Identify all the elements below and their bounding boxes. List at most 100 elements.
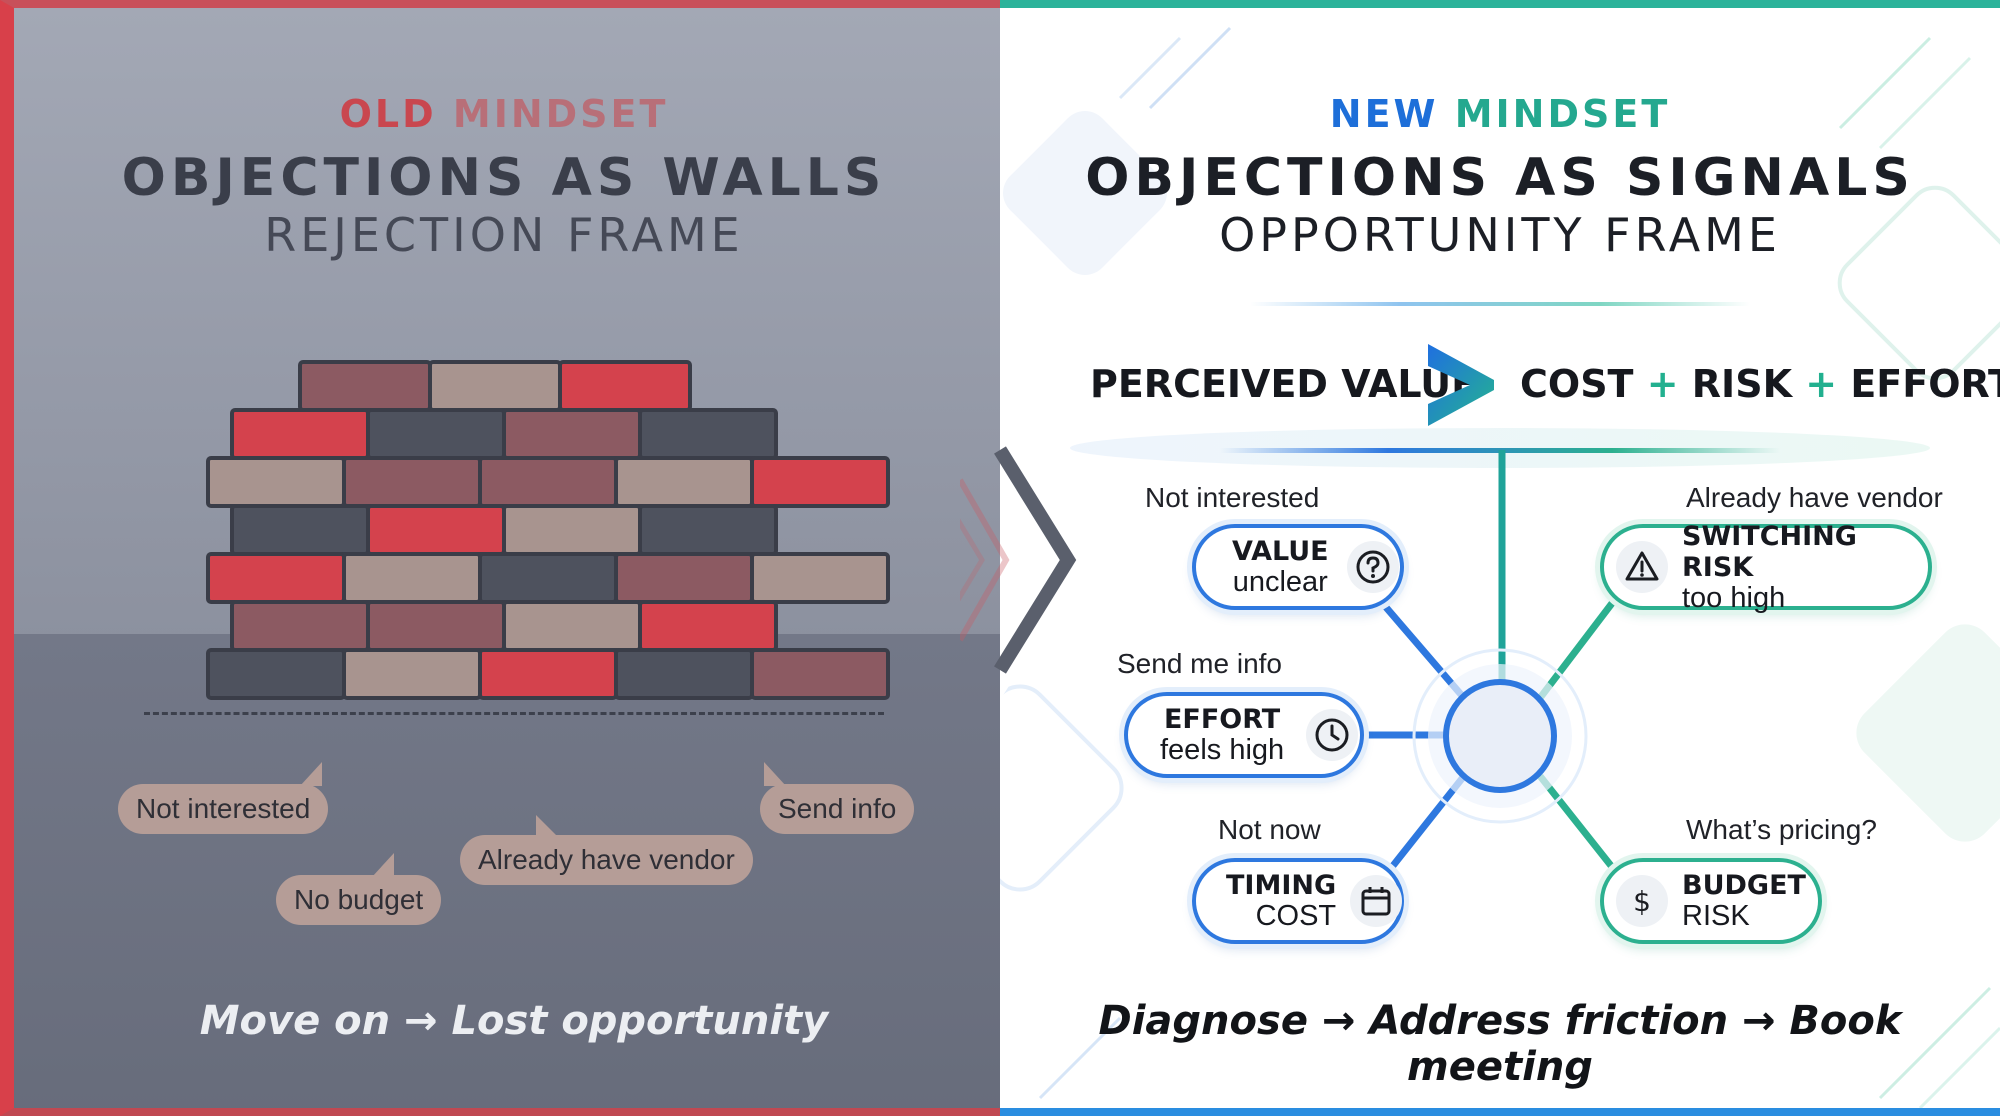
brick [502, 504, 642, 556]
eyebrow-mindset: MINDSET [452, 92, 669, 136]
brick [366, 504, 506, 556]
left-subtitle: REJECTION FRAME [264, 208, 744, 262]
objection-label-send-me-info: Send me info [1117, 648, 1282, 679]
bubble-text: Send info [778, 793, 897, 824]
svg-text:$: $ [1633, 885, 1651, 918]
calendar-icon [1350, 875, 1403, 927]
eyebrow-new: NEW [1329, 92, 1439, 136]
objection-label-already-have-vendor: Already have vendor [1686, 482, 1943, 513]
pill-title: TIMING [1226, 870, 1337, 901]
brick [502, 408, 642, 460]
brick [750, 456, 890, 508]
plus-sign: + [1646, 362, 1679, 406]
objection-label-whats-pricing: What’s pricing? [1686, 814, 1877, 845]
brick [614, 648, 754, 700]
clock-icon [1306, 709, 1359, 761]
brick [206, 456, 346, 508]
bubble-tail [372, 853, 394, 877]
title-divider [1250, 302, 1750, 306]
brick [478, 648, 618, 700]
pill-title: VALUE [1232, 536, 1329, 567]
brick [638, 408, 778, 460]
bubble-text: Not interested [136, 793, 311, 824]
right-title: OBJECTIONS AS SIGNALS [1085, 148, 1915, 208]
old-mindset-panel: OLD MINDSET OBJECTIONS AS WALLS REJECTIO… [0, 0, 1000, 1116]
brick [230, 600, 370, 652]
brick [230, 408, 370, 460]
pill-subtitle: COST [1255, 900, 1337, 932]
objection-label-not-now: Not now [1218, 814, 1321, 845]
signal-pill-value: VALUE unclear [1192, 524, 1404, 610]
brick [366, 600, 506, 652]
equation-effort: EFFORT [1850, 362, 2000, 406]
signal-pill-switching-risk: SWITCHING RISK too high [1600, 520, 1932, 613]
left-footer-caption: Move on → Lost opportunity [199, 998, 829, 1044]
brick [638, 600, 778, 652]
connector-value [1375, 595, 1467, 701]
left-title: OBJECTIONS AS WALLS [121, 148, 887, 208]
brick [428, 360, 562, 412]
new-mindset-panel: NEW MINDSET OBJECTIONS AS SIGNALS OPPORT… [1000, 0, 2000, 1116]
value-equation: PERCEIVED VALUE COST + RISK + EFFORT [1000, 344, 2000, 426]
bubble-tail [764, 762, 786, 786]
pill-subtitle: RISK [1682, 900, 1750, 932]
signal-pill-effort: EFFORT feels high [1124, 692, 1364, 778]
hub-circle [1443, 679, 1557, 793]
pill-subtitle: unclear [1232, 566, 1328, 598]
connector-timing [1385, 773, 1467, 875]
objection-label-not-interested: Not interested [1145, 482, 1320, 513]
brick [298, 360, 432, 412]
connector-switching [1537, 595, 1619, 701]
brick [614, 456, 754, 508]
bubble-tail [536, 815, 558, 837]
equation-risk: RISK [1691, 362, 1793, 406]
eyebrow-old: OLD [339, 92, 437, 136]
speech-bubble-send-info: Send info [760, 762, 915, 834]
brick [342, 456, 482, 508]
brick [502, 600, 642, 652]
eyebrow-mindset: MINDSET [1454, 92, 1671, 136]
brick-wall [206, 360, 890, 700]
signal-pill-budget: $ BUDGET RISK [1600, 858, 1822, 944]
old-mindset-eyebrow: OLD MINDSET [14, 92, 994, 136]
dollar-icon: $ [1616, 875, 1668, 927]
brick [750, 648, 890, 700]
brick [638, 504, 778, 556]
hub-ring [1412, 648, 1588, 824]
pill-subtitle: feels high [1160, 734, 1285, 766]
chevron-divider [960, 420, 1090, 700]
brick [478, 552, 618, 604]
warning-icon [1616, 541, 1668, 593]
brick [206, 648, 346, 700]
question-icon [1346, 541, 1399, 593]
bubble-text: Already have vendor [478, 844, 735, 875]
pill-title: EFFORT [1163, 704, 1281, 735]
new-mindset-eyebrow: NEW MINDSET [1010, 92, 1990, 136]
ground-line [144, 712, 884, 715]
brick [342, 648, 482, 700]
brick [478, 456, 618, 508]
equation-perceived-value: PERCEIVED VALUE [1090, 362, 1478, 406]
speech-bubble-no-budget: No budget [276, 853, 442, 925]
brick [750, 552, 890, 604]
equation-cost: COST [1520, 362, 1634, 406]
pill-title: BUDGET [1682, 870, 1806, 901]
brick [230, 504, 370, 556]
connector-budget [1537, 773, 1619, 875]
brick [366, 408, 506, 460]
brick [206, 552, 346, 604]
greater-than-icon [1428, 344, 1494, 426]
bubble-tail [300, 762, 323, 786]
speech-bubble-already-have-vendor: Already have vendor [460, 815, 753, 885]
signal-network [1220, 448, 1780, 875]
speech-bubble-not-interested: Not interested [118, 762, 329, 834]
brick [614, 552, 754, 604]
bubble-text: No budget [294, 884, 424, 915]
pill-title: SWITCHING RISK [1682, 520, 1857, 583]
pill-subtitle: too high [1682, 581, 1786, 614]
right-footer-caption: Diagnose → Address friction → Book meeti… [1098, 998, 1902, 1090]
signal-pill-timing: TIMING COST [1192, 858, 1404, 944]
right-subtitle: OPPORTUNITY FRAME [1219, 208, 1781, 262]
equation-costs: COST + RISK + EFFORT [1520, 362, 2000, 406]
brick [342, 552, 482, 604]
